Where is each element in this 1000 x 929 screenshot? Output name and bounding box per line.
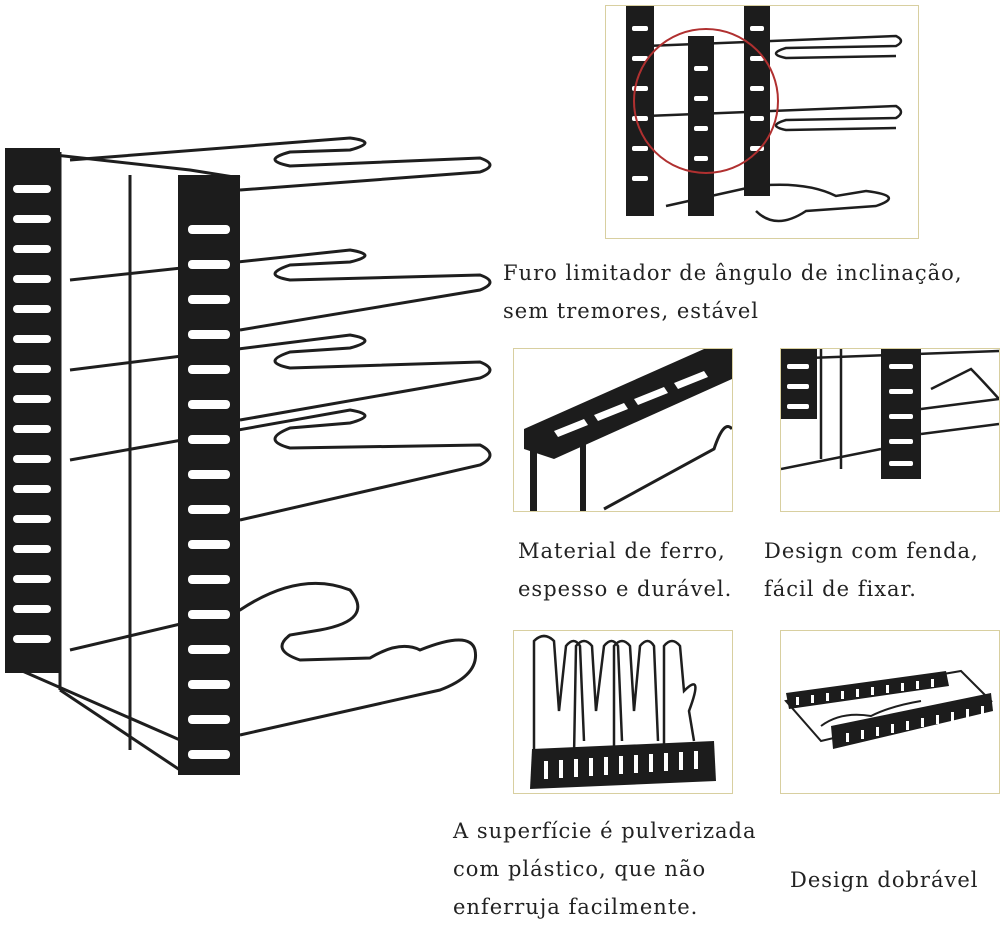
shelf-wire-4 [69,408,492,522]
shelf-wire-2 [69,248,492,332]
highlight-circle [633,28,779,174]
detail-coating-image [513,630,733,794]
shelf-wire-5 [69,581,478,737]
shelf-wire-3 [69,333,492,422]
main-rack-image [0,130,500,790]
left-rail [5,148,60,673]
detail-iron-material-image [513,348,733,512]
caption-slot-design: Design com fenda, fácil de fixar. [764,539,979,601]
caption-coating: A superfície é pulverizada com plástico,… [453,819,757,919]
caption-angle-hole: Furo limitador de ângulo de inclinação, … [503,261,963,323]
detail-foldable-image [780,630,1000,794]
caption-foldable: Design dobrável [790,868,979,892]
caption-iron-material: Material de ferro, espesso e durável. [518,539,733,601]
detail-angle-hole-image [605,5,919,239]
detail-slot-design-image [780,348,1000,512]
shelf-wire-1 [69,136,492,192]
